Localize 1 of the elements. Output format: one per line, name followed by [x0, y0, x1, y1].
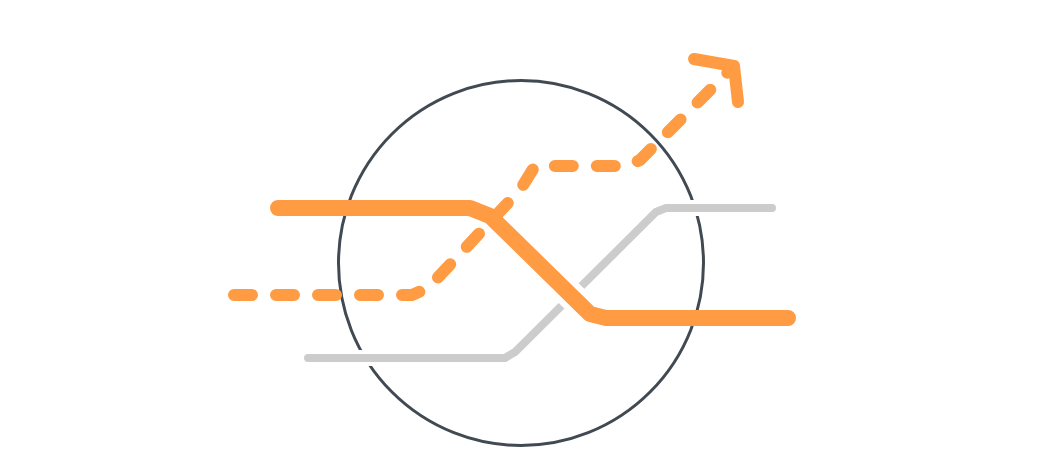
circle-outline — [337, 79, 705, 447]
